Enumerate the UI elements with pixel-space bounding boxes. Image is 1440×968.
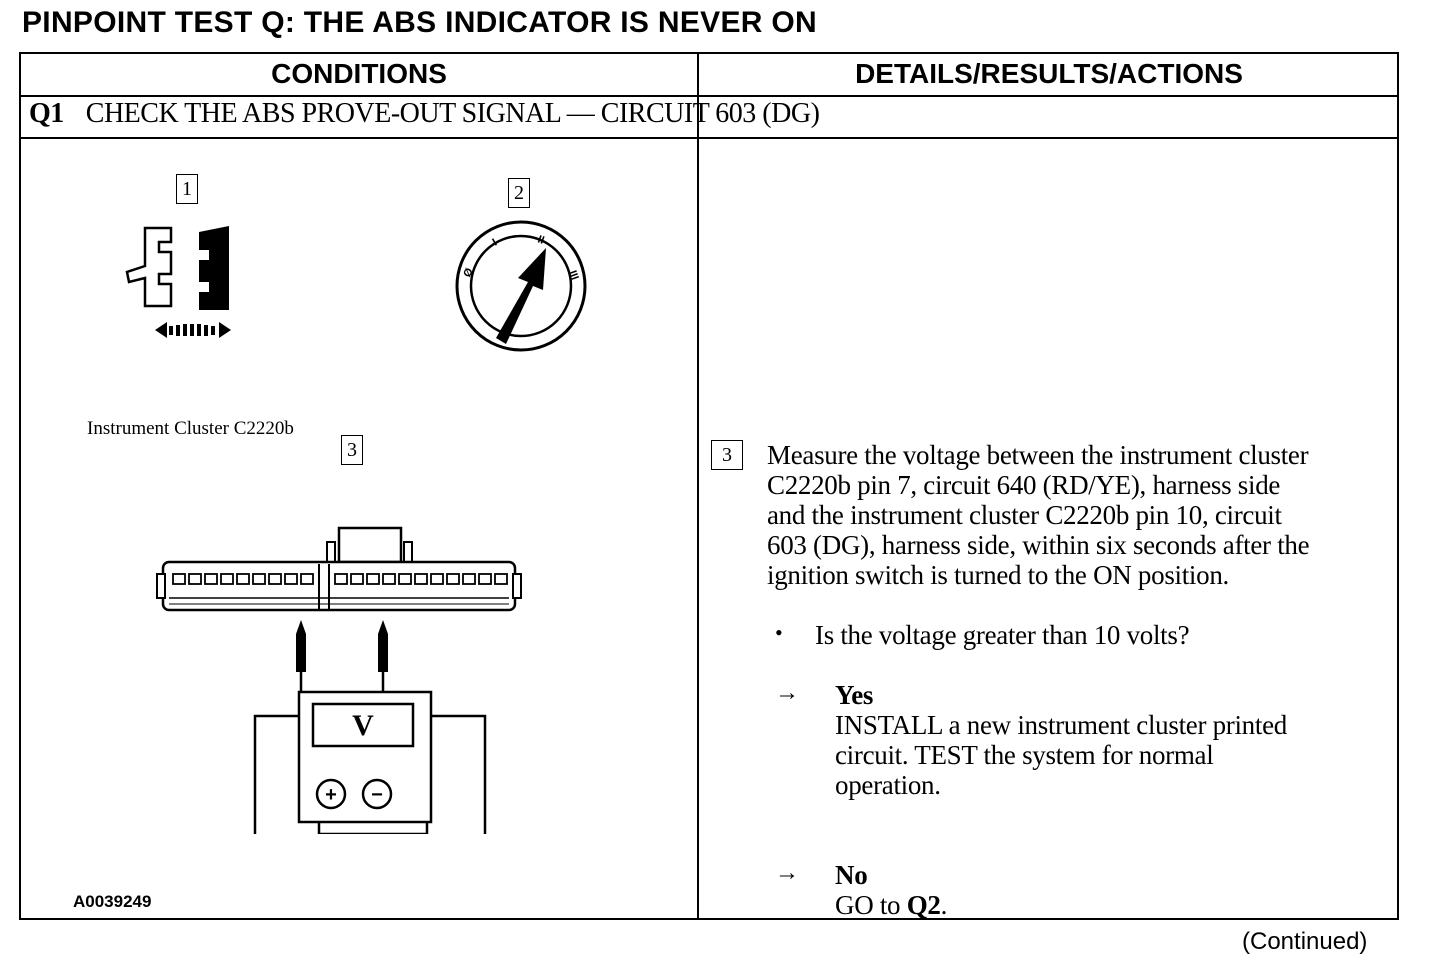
connector-pin-cavity <box>478 573 492 585</box>
yes-action: INSTALL a new instrument cluster printed… <box>835 710 1395 800</box>
next-step-link[interactable]: Q2 <box>906 890 941 920</box>
step-title: Q1 CHECK THE ABS PROVE-OUT SIGNAL — CIRCU… <box>29 98 820 130</box>
yes-arrow-icon: → <box>775 680 799 706</box>
ignition-position-1: I <box>491 237 500 249</box>
connector-pin-cavity <box>220 573 234 585</box>
step-number-box-1: 1 <box>176 174 198 204</box>
connector-pin-cavity <box>462 573 476 585</box>
pinpoint-table: CONDITIONS DETAILS/RESULTS/ACTIONS Q1 CHE… <box>19 52 1399 920</box>
connector-pin-cavity <box>414 573 428 585</box>
connector-pin-cavity <box>366 573 380 585</box>
connector-disconnect-icon <box>125 226 231 338</box>
connector-pin-cavity <box>268 573 282 585</box>
instruction-line: and the instrument cluster C2220b pin 10… <box>767 500 1282 530</box>
continued-note: (Continued) <box>1242 928 1368 955</box>
instruction-line: C2220b pin 7, circuit 640 (RD/YE), harne… <box>767 470 1281 500</box>
instruction-line: ignition switch is turned to the ON posi… <box>767 560 1229 590</box>
ignition-switch-icon: Ø I II III <box>455 220 587 352</box>
no-label: No <box>835 860 868 890</box>
meter-display: V <box>352 709 374 742</box>
no-action: GO to Q2. <box>835 890 947 920</box>
connector-pin-cavity <box>252 573 266 585</box>
step-title-text: CHECK THE ABS PROVE-OUT SIGNAL — CIRCUIT… <box>85 98 820 129</box>
connector-pin-cavity <box>284 573 298 585</box>
connector-pin-cavity <box>350 573 364 585</box>
instruction-line: 603 (DG), harness side, within six secon… <box>767 530 1310 560</box>
conditions-header: CONDITIONS <box>271 58 447 89</box>
connector-pin-cavity <box>494 573 508 585</box>
no-arrow-icon: → <box>775 860 799 886</box>
connector-pin-cavity <box>188 573 202 585</box>
step-number-box-3: 3 <box>341 435 363 465</box>
connector-pin-cavity <box>236 573 250 585</box>
connector-label: Instrument Cluster C2220b <box>87 418 294 439</box>
connector-pin-cavity <box>334 573 348 585</box>
detail-step-number-box: 3 <box>711 440 743 470</box>
instruction-line: Measure the voltage between the instrume… <box>767 440 1309 470</box>
measurement-instruction: Measure the voltage between the instrume… <box>767 440 1393 590</box>
no-action-suffix: . <box>940 890 948 920</box>
voltmeter-icon: V + − <box>297 690 433 824</box>
connector-pin-cavity <box>204 573 218 585</box>
connector-pin-cavity <box>446 573 460 585</box>
connector-pin-cavity <box>172 573 186 585</box>
step-number-box-2: 2 <box>508 178 530 208</box>
ignition-position-2: II <box>536 234 546 247</box>
meter-minus-terminal: − <box>371 784 383 806</box>
ignition-position-3: III <box>566 269 580 282</box>
connector-pin-cavity <box>300 573 314 585</box>
figure-id: A0039249 <box>73 892 152 911</box>
meter-plus-terminal: + <box>325 784 337 806</box>
no-action-prefix: GO to <box>835 890 907 920</box>
yes-action-line: operation. <box>835 770 941 800</box>
connector-pin-cavity <box>430 573 444 585</box>
bullet-icon: • <box>775 620 783 645</box>
question-text: Is the voltage greater than 10 volts? <box>815 620 1190 650</box>
yes-label: Yes <box>835 680 874 710</box>
details-header: DETAILS/RESULTS/ACTIONS <box>855 58 1243 89</box>
step-id: Q1 <box>29 98 64 129</box>
connector-pin-cavity <box>398 573 412 585</box>
yes-action-line: circuit. TEST the system for normal <box>835 740 1214 770</box>
page-title: PINPOINT TEST Q: THE ABS INDICATOR IS NE… <box>22 6 817 39</box>
yes-action-line: INSTALL a new instrument cluster printed <box>835 710 1287 740</box>
connector-pin-cavity <box>382 573 396 585</box>
